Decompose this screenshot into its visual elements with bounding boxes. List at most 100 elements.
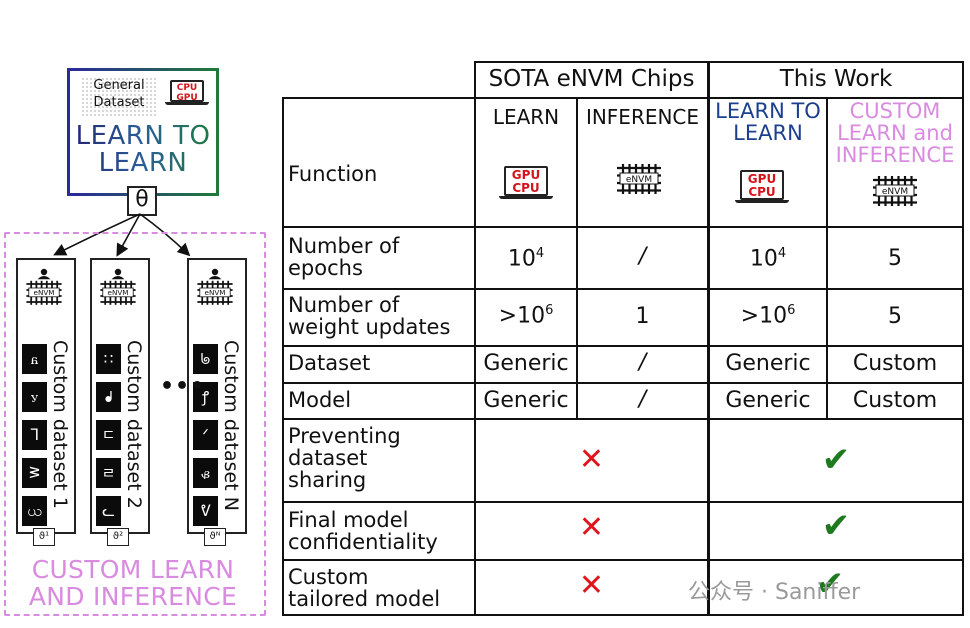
updates-learn-exp: 6 (545, 303, 554, 318)
epochs-l2l: 104 (710, 246, 826, 271)
cli-line1: CUSTOM LEARN (31, 555, 235, 584)
grid-line (282, 97, 964, 99)
updates-l2l-base: >10 (740, 303, 788, 329)
grid-line (282, 345, 964, 347)
laptop-icon: CPU GPU (165, 80, 209, 105)
envm-person-chip-icon: eNVM (100, 268, 136, 305)
model-custom: Custom (852, 388, 938, 413)
learn-to-learn-box: General Dataset CPU GPU LEARN TO LEARN (67, 68, 219, 196)
dataset-sample-tile: ᐟ (193, 420, 218, 450)
epochs-learn: 104 (476, 246, 576, 271)
epochs-l2l-exp: 4 (777, 246, 787, 261)
cpu-text: CPU (748, 185, 776, 199)
general-dataset: General Dataset (81, 77, 157, 117)
check-icon: ✔ (821, 506, 851, 546)
epochs-line1: Number of (288, 234, 400, 258)
envm-person-chip-icon: eNVM (26, 268, 62, 305)
sub-custom-line3: INFERENCE (835, 143, 955, 167)
gpu-text: GPU (176, 93, 198, 103)
grid-line (282, 226, 964, 228)
dataset-sample-tile: ꭹ (22, 382, 47, 412)
custom-learn-region (4, 232, 266, 616)
grid-line (474, 61, 964, 63)
envm-chip-icon: eNVM (873, 176, 917, 206)
subhead-custom: CUSTOM LEARN and INFERENCE (828, 100, 962, 166)
epochs-inference: / (638, 244, 647, 269)
envm-person-chip-icon: eNVM (197, 268, 233, 305)
dataset-custom: Custom (852, 351, 938, 376)
grid-line (576, 97, 578, 418)
theta-small-box: ϑ² (107, 528, 129, 546)
dataset-l2l: Generic (725, 351, 811, 376)
dataset-label: Custom dataset 1 (49, 340, 71, 509)
dataset-sample-tile: ꝭ (193, 382, 218, 412)
dataset-label: Custom dataset N (220, 340, 242, 511)
cross-icon: ✕ (578, 510, 605, 545)
row-label-confidentiality: Final model confidentiality (288, 509, 438, 553)
dataset-learn: Generic (483, 351, 569, 376)
laptop-icon: GPU CPU (499, 166, 553, 199)
grid-line (282, 288, 964, 290)
cli-line2: AND INFERENCE (28, 582, 238, 611)
dataset-sample-tile: ယ (22, 496, 47, 526)
watermark: 公众号 · Saniffer (688, 580, 861, 605)
grid-line (282, 97, 284, 616)
updates-line1: Number of (288, 293, 400, 317)
dataset-sample-tile: ᕒ (22, 458, 47, 488)
grid-line (474, 61, 476, 616)
updates-inference: 1 (635, 304, 650, 329)
dataset-sample-tile: ㄷ (96, 420, 121, 450)
dataset-label: Custom dataset 2 (123, 340, 145, 509)
model-inference: / (638, 387, 647, 412)
check-icon: ✔ (815, 564, 845, 604)
sub-l2l-line2: LEARN (733, 121, 803, 145)
epochs-l2l-base: 10 (749, 246, 778, 272)
dataset-sample-tile: ᒣ (22, 420, 47, 450)
general-dataset-line1: General (93, 78, 145, 93)
cross-icon: ✕ (578, 442, 605, 477)
confidentiality-line2: confidentiality (288, 530, 438, 554)
sharing-line2: dataset (288, 446, 368, 470)
person-icon (211, 268, 219, 276)
grid-line (826, 97, 828, 418)
dataset-sample-tile: ᏸ (193, 458, 218, 488)
epochs-custom: 5 (888, 246, 902, 271)
epochs-learn-exp: 4 (535, 246, 545, 261)
envm-label: eNVM (205, 288, 226, 297)
epochs-learn-base: 10 (507, 246, 536, 272)
grid-line (282, 382, 964, 384)
custom-learn-inference-label: CUSTOM LEARN AND INFERENCE (10, 556, 256, 610)
row-label-dataset: Dataset (288, 351, 371, 375)
grid-line (962, 61, 964, 616)
header-sota: SOTA eNVM Chips (488, 66, 695, 92)
tailored-line1: Custom (288, 565, 369, 589)
row-label-weight-updates: Number of weight updates (288, 294, 450, 338)
sharing-line1: Preventing (288, 424, 401, 448)
ellipsis-dots: ••• (160, 374, 206, 399)
row-label-model: Model (288, 388, 352, 412)
row-label-dataset-sharing: Preventing dataset sharing (288, 425, 401, 491)
cpu-text: CPU (176, 83, 198, 93)
cpu-text: CPU (512, 181, 540, 195)
gpu-text: GPU (511, 168, 541, 182)
dataset-sample-tile: ᓚ (96, 496, 121, 526)
updates-l2l-exp: 6 (787, 303, 796, 318)
grid-line (282, 418, 964, 420)
dataset-sample-tile: ᕓ (193, 496, 218, 526)
dataset-sample-tile: ᖱ (96, 382, 121, 412)
theta-box: θ (127, 186, 157, 216)
grid-line (707, 61, 710, 616)
row-label-function: Function (288, 162, 378, 186)
theta-small-box: ϑᴺ (204, 528, 226, 546)
subhead-learn: LEARN (492, 105, 560, 129)
general-dataset-line2: Dataset (93, 95, 145, 110)
envm-chip-icon: eNVM (617, 164, 661, 194)
dataset-sample-tile: ∷ (96, 344, 121, 374)
row-label-epochs: Number of epochs (288, 235, 399, 279)
updates-learn-base: >10 (498, 303, 546, 329)
dataset-sample-tile: ㄹ (96, 458, 121, 488)
subhead-learn-to-learn: LEARN TO LEARN (710, 100, 826, 144)
